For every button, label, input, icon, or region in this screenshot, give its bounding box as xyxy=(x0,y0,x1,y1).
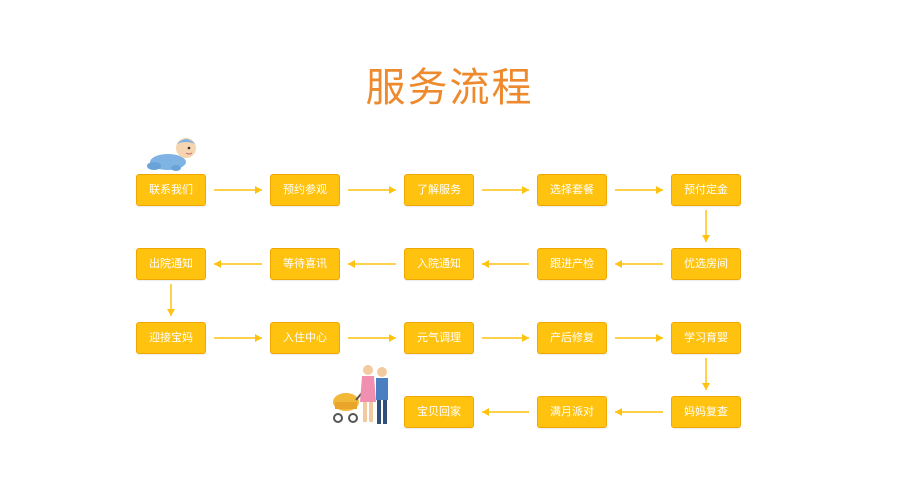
arrow-12 xyxy=(348,334,396,342)
arrow-17 xyxy=(482,408,529,416)
step-13: 元气调理 xyxy=(404,322,474,354)
arrow-16 xyxy=(615,408,663,416)
step-1: 联系我们 xyxy=(136,174,206,206)
step-14: 产后修复 xyxy=(537,322,607,354)
step-8: 入院通知 xyxy=(404,248,474,280)
arrow-3 xyxy=(482,186,529,194)
arrow-1 xyxy=(214,186,262,194)
step-4: 选择套餐 xyxy=(537,174,607,206)
step-17: 满月派对 xyxy=(537,396,607,428)
arrow-9 xyxy=(214,260,262,268)
step-3: 了解服务 xyxy=(404,174,474,206)
step-9: 等待喜讯 xyxy=(270,248,340,280)
step-18: 宝贝回家 xyxy=(404,396,474,428)
arrow-6 xyxy=(615,260,663,268)
arrow-14 xyxy=(615,334,663,342)
page-title: 服务流程 xyxy=(365,65,534,111)
arrow-11 xyxy=(214,334,262,342)
arrow-2 xyxy=(348,186,396,194)
family-with-stroller-icon xyxy=(333,365,388,424)
arrow-4 xyxy=(615,186,663,194)
step-5: 预付定金 xyxy=(671,174,741,206)
step-12: 入住中心 xyxy=(270,322,340,354)
arrow-13 xyxy=(482,334,529,342)
step-7: 跟进产检 xyxy=(537,248,607,280)
arrow-5 xyxy=(702,210,710,242)
step-6: 优选房间 xyxy=(671,248,741,280)
arrow-10 xyxy=(167,284,175,316)
arrow-15 xyxy=(702,358,710,390)
step-16: 妈妈复查 xyxy=(671,396,741,428)
step-10: 出院通知 xyxy=(136,248,206,280)
arrow-7 xyxy=(482,260,529,268)
step-2: 预约参观 xyxy=(270,174,340,206)
step-15: 学习育婴 xyxy=(671,322,741,354)
step-11: 迎接宝妈 xyxy=(136,322,206,354)
crawling-baby-icon xyxy=(147,138,196,171)
arrow-8 xyxy=(348,260,396,268)
